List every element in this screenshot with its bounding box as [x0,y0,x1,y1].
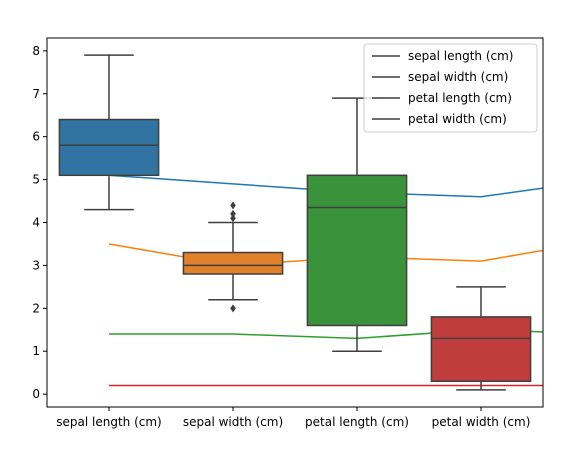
x-tick-label: sepal length (cm) [56,415,161,429]
x-tick-label: sepal width (cm) [183,415,283,429]
x-axis: sepal length (cm) sepal width (cm) petal l… [56,407,530,429]
x-tick-label: petal length (cm) [305,415,409,429]
legend-label: petal length (cm) [408,91,512,105]
x-tick-label: petal width (cm) [432,415,531,429]
box-iqr [306,174,408,327]
line-series-3 [109,329,543,340]
box-group-3 [306,97,408,352]
box-group-2 [182,201,284,313]
outlier-point [230,201,236,210]
box-iqr [182,251,284,275]
y-tick-label: 0 [32,387,40,401]
outlier-point [230,214,236,223]
y-tick-label: 7 [32,87,40,101]
y-tick-label: 1 [32,344,40,358]
y-axis: 0 1 2 3 4 5 6 7 8 [32,44,47,401]
legend-box [363,43,538,133]
box-iqr [58,118,160,177]
legend: sepal length (cm) sepal width (cm) petal l… [363,43,538,133]
legend-label: sepal width (cm) [408,70,508,84]
outlier-point [230,304,236,313]
line-series-1 [108,174,543,198]
y-tick-label: 6 [32,130,40,144]
line-series-4 [109,384,543,387]
box-group-1 [58,54,160,211]
y-tick-label: 3 [32,258,40,272]
box-group-4 [430,286,532,391]
legend-label: petal width (cm) [408,112,507,126]
box-iqr [430,316,532,383]
boxes-layer [58,54,532,391]
y-tick-label: 5 [32,173,40,187]
outlier-point [230,209,236,218]
y-tick-label: 2 [32,301,40,315]
legend-label: sepal length (cm) [408,49,513,63]
y-tick-label: 8 [32,44,40,58]
y-tick-label: 4 [32,216,40,230]
